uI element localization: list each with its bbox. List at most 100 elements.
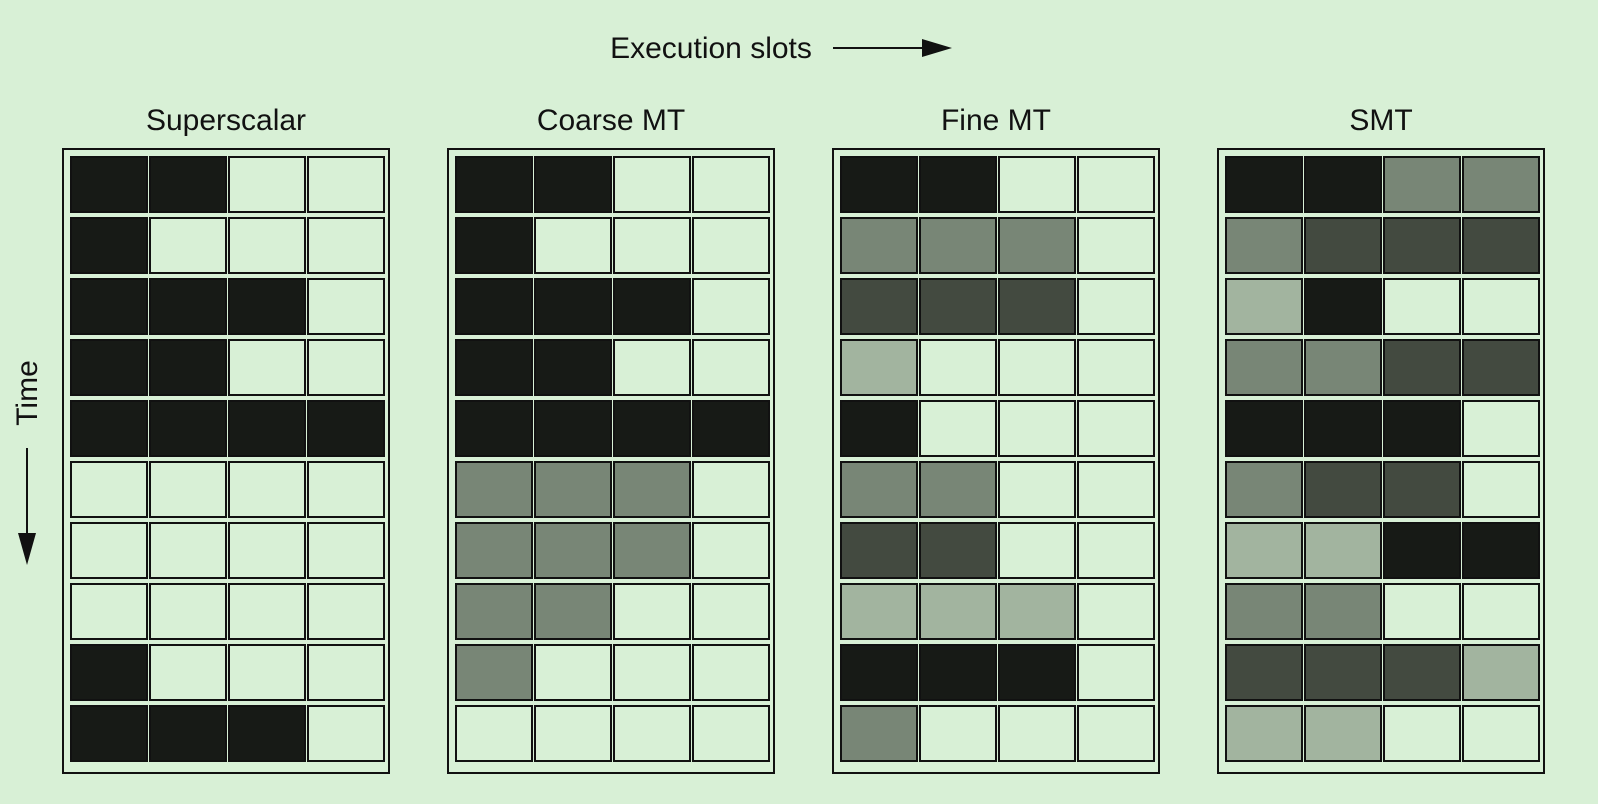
slot-cell xyxy=(534,461,612,518)
slot-cell xyxy=(534,339,612,396)
slot-cell xyxy=(613,156,691,213)
slot-cell xyxy=(1225,644,1303,701)
slot-cell xyxy=(840,644,918,701)
slot-cell xyxy=(919,339,997,396)
slot-cell xyxy=(149,278,227,335)
slot-cell xyxy=(455,461,533,518)
slot-cell xyxy=(692,339,770,396)
slot-cell xyxy=(455,217,533,274)
slot-cell xyxy=(1077,705,1155,762)
slot-cell xyxy=(1304,156,1382,213)
slot-cell xyxy=(840,156,918,213)
slot-cell xyxy=(534,583,612,640)
slot-cell xyxy=(1077,400,1155,457)
slot-cell xyxy=(1225,705,1303,762)
slot-cell xyxy=(1225,339,1303,396)
slot-cell xyxy=(455,339,533,396)
panel-fine-mt: Fine MT xyxy=(832,104,1160,774)
slot-cell xyxy=(919,644,997,701)
slot-cell xyxy=(998,705,1076,762)
slot-cell xyxy=(613,400,691,457)
slot-cell xyxy=(455,522,533,579)
slot-cell xyxy=(307,705,385,762)
slot-cell xyxy=(692,644,770,701)
slot-cell xyxy=(692,400,770,457)
panel-frame xyxy=(447,148,775,774)
slot-cell xyxy=(228,400,306,457)
slot-cell xyxy=(70,644,148,701)
slot-cell xyxy=(307,217,385,274)
execution-slots-label: Execution slots xyxy=(610,32,812,65)
slot-cell xyxy=(998,217,1076,274)
panel-title: SMT xyxy=(1349,104,1412,137)
slot-cell xyxy=(998,461,1076,518)
slot-cell xyxy=(1225,278,1303,335)
slot-cell xyxy=(613,705,691,762)
slot-cell xyxy=(228,461,306,518)
slot-cell xyxy=(840,217,918,274)
slot-cell xyxy=(149,644,227,701)
slot-cell xyxy=(1383,278,1461,335)
slot-cell xyxy=(455,400,533,457)
slot-cell xyxy=(1304,400,1382,457)
slot-cell xyxy=(919,705,997,762)
slot-cell xyxy=(613,461,691,518)
slot-cell xyxy=(1077,461,1155,518)
slot-cell xyxy=(1077,278,1155,335)
slot-cell xyxy=(1383,461,1461,518)
panels-group: Superscalar Coarse MT Fine MT SMT xyxy=(62,104,1545,774)
slot-cell xyxy=(613,522,691,579)
slot-cell xyxy=(998,644,1076,701)
slot-cell xyxy=(1383,156,1461,213)
slot-cell xyxy=(1077,522,1155,579)
panel-frame xyxy=(832,148,1160,774)
slot-cell xyxy=(692,522,770,579)
slot-cell xyxy=(228,156,306,213)
slot-cell xyxy=(149,522,227,579)
slot-cell xyxy=(1462,461,1540,518)
slot-cell xyxy=(149,583,227,640)
slot-cell xyxy=(228,217,306,274)
slot-cell xyxy=(70,156,148,213)
slot-cell xyxy=(1077,583,1155,640)
slot-cell xyxy=(534,705,612,762)
slot-cell xyxy=(998,278,1076,335)
slot-cell xyxy=(840,705,918,762)
slot-cell xyxy=(840,583,918,640)
slot-cell xyxy=(613,583,691,640)
execution-slots-arrow-icon xyxy=(833,39,952,57)
slot-cell xyxy=(149,156,227,213)
slot-cell xyxy=(1225,156,1303,213)
slot-cell xyxy=(1462,705,1540,762)
slot-cell xyxy=(692,278,770,335)
slot-cell xyxy=(70,705,148,762)
slot-cell xyxy=(70,278,148,335)
slot-cell xyxy=(534,400,612,457)
panel-title: Superscalar xyxy=(146,104,306,137)
panel-coarse-mt: Coarse MT xyxy=(447,104,775,774)
slot-cell xyxy=(1383,339,1461,396)
slot-cell xyxy=(534,522,612,579)
slot-cell xyxy=(692,705,770,762)
slot-cell xyxy=(919,400,997,457)
slot-cell xyxy=(613,217,691,274)
slot-cell xyxy=(228,705,306,762)
panel-smt: SMT xyxy=(1217,104,1545,774)
slot-cell xyxy=(70,583,148,640)
slot-cell xyxy=(534,278,612,335)
slot-cell xyxy=(1304,705,1382,762)
slot-cell xyxy=(70,217,148,274)
slot-cell xyxy=(1225,217,1303,274)
panel-title: Coarse MT xyxy=(537,104,685,137)
slot-cell xyxy=(1077,217,1155,274)
slot-cell xyxy=(840,522,918,579)
slot-cell xyxy=(455,705,533,762)
slot-cell xyxy=(307,522,385,579)
slot-cell xyxy=(1383,583,1461,640)
slot-cell xyxy=(1462,156,1540,213)
panel-title: Fine MT xyxy=(941,104,1051,137)
slot-cell xyxy=(613,278,691,335)
slot-cell xyxy=(1304,217,1382,274)
panel-frame xyxy=(62,148,390,774)
slot-cell xyxy=(1225,522,1303,579)
